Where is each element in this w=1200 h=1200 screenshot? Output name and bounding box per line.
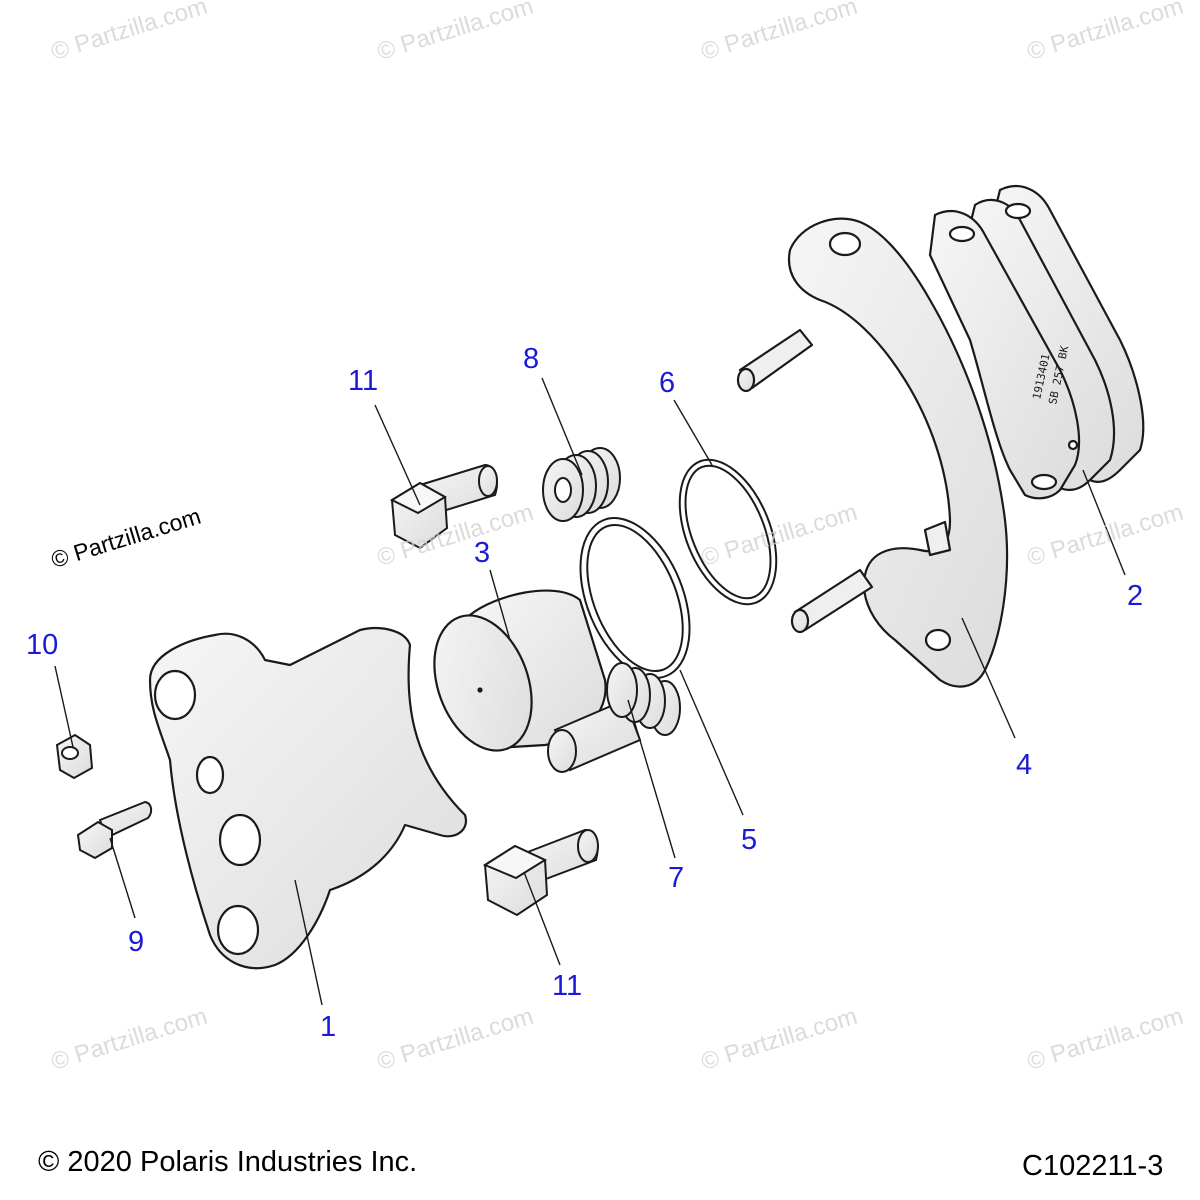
dust-boot <box>542 447 621 522</box>
callout-10: 10 <box>26 629 59 661</box>
diagram-code: C102211-3 <box>1022 1150 1164 1182</box>
leader-lines <box>54 377 1126 1006</box>
copyright-text: © 2020 Polaris Industries Inc. <box>38 1146 418 1178</box>
callout-7: 7 <box>668 862 685 894</box>
callout-9: 9 <box>128 926 145 958</box>
callout-6: 6 <box>659 367 676 399</box>
callout-4: 4 <box>1016 749 1033 781</box>
callout-2: 2 <box>1127 580 1144 612</box>
callout-3: 3 <box>474 537 491 569</box>
o-ring-large <box>579 517 691 679</box>
callout-8: 8 <box>523 343 540 375</box>
caliper-housing <box>148 627 468 970</box>
piston <box>433 589 607 752</box>
o-ring-small <box>678 458 778 606</box>
bolt-lower <box>482 828 599 917</box>
bleeder-screw <box>76 800 153 860</box>
callout-1: 1 <box>320 1011 337 1043</box>
caliper-bracket <box>736 217 1009 688</box>
bleeder-cap <box>55 733 94 780</box>
callout-5: 5 <box>741 824 758 856</box>
bolt-upper <box>389 463 498 550</box>
callout-11-lower: 11 <box>552 970 583 1002</box>
callout-11-upper: 11 <box>348 365 379 397</box>
brake-pads <box>928 185 1145 500</box>
